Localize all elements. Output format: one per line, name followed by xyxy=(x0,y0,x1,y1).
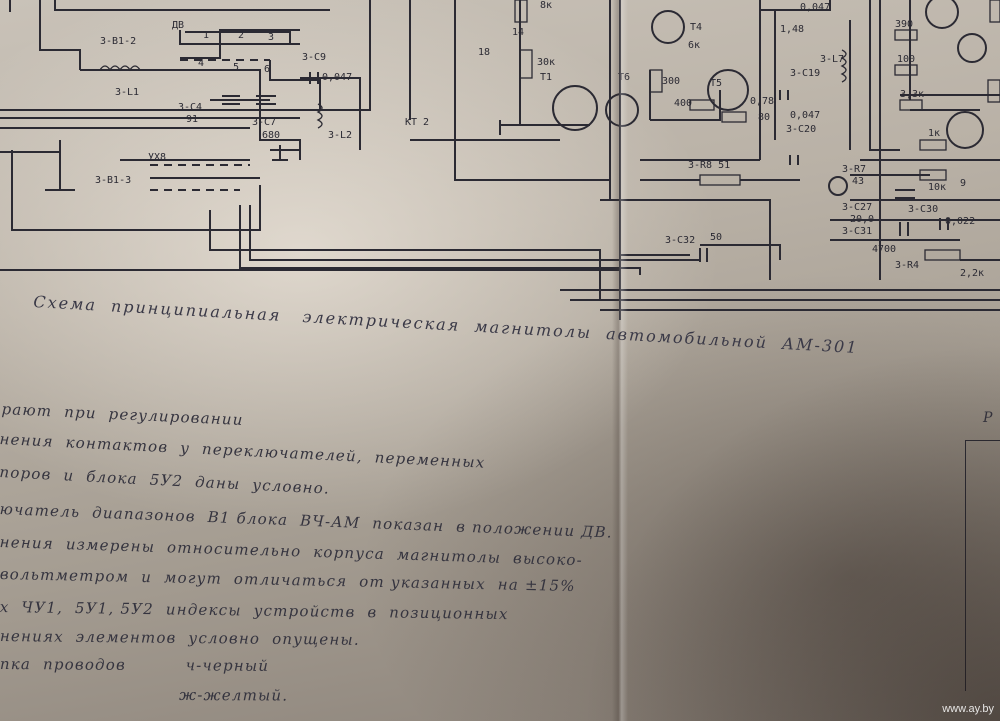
label: 4 xyxy=(198,58,204,69)
label: 43 xyxy=(852,176,864,187)
label: 3-L1 xyxy=(115,87,139,98)
label: ДВ xyxy=(172,20,184,31)
label: 300 xyxy=(662,76,680,87)
label: 3-В1-2 xyxy=(100,36,136,47)
label: 3-С9 xyxy=(302,52,326,63)
component-labels: 3-В1-2 ДВ 1 2 3 4 5 6 3-L1 3-С9 0,047 3-… xyxy=(95,0,984,279)
table-edge xyxy=(965,440,1000,691)
label: 3-L2 xyxy=(328,130,352,141)
shadow xyxy=(580,341,1000,721)
label: 3,3к xyxy=(900,89,924,100)
label: 0,78 xyxy=(750,96,774,107)
label: 8к xyxy=(540,0,552,11)
label: 3-В1-3 xyxy=(95,175,131,186)
label: 14 xyxy=(512,27,524,38)
label: 9 xyxy=(960,178,966,189)
label: 3-R8 51 xyxy=(688,160,730,171)
label: 0,022 xyxy=(945,216,975,227)
label: 3-С31 xyxy=(842,226,872,237)
label: 3-С32 xyxy=(665,235,695,246)
paper-fold xyxy=(612,0,628,721)
label: 3-С4 xyxy=(178,102,202,113)
label: 30к xyxy=(537,57,555,68)
label: 3-С20 xyxy=(786,124,816,135)
label: 50 xyxy=(710,232,722,243)
note-line: пка проводов ч-черный xyxy=(0,655,270,675)
label: Т4 xyxy=(690,22,702,33)
label: 91 xyxy=(186,114,198,125)
label: КТ 2 xyxy=(405,117,429,128)
label: 3-С7 xyxy=(252,117,276,128)
label: 80 xyxy=(758,112,770,123)
label: 100 xyxy=(897,54,915,65)
label: 5 xyxy=(233,62,239,73)
label: 3-R7 xyxy=(842,164,866,175)
watermark-text: www.ay.by xyxy=(942,703,994,715)
label: 1 xyxy=(203,30,209,41)
label: 3-С27 xyxy=(842,202,872,213)
label: 6 xyxy=(264,64,270,75)
label: 1к xyxy=(928,128,940,139)
label: Т1 xyxy=(540,72,552,83)
label: 2 xyxy=(238,30,244,41)
right-letter: Р xyxy=(983,410,992,426)
label: 3-R4 xyxy=(895,260,919,271)
label: 390 xyxy=(895,19,913,30)
label: 400 xyxy=(674,98,692,109)
label: 0,047 xyxy=(790,110,820,121)
note-line: ж-желтый. xyxy=(0,685,289,705)
label: 10к xyxy=(928,182,946,193)
note-line: нениях элементов условно опущены. xyxy=(0,627,360,649)
label: 20,0 xyxy=(850,214,874,225)
label: 3 xyxy=(268,32,274,43)
label: Т5 xyxy=(710,78,722,89)
label: 4700 xyxy=(872,244,896,255)
label: 1,48 xyxy=(780,24,804,35)
label: 6к xyxy=(688,40,700,51)
label: 680 xyxy=(262,130,280,141)
label: 0,047 xyxy=(322,72,352,83)
label: 3-С30 xyxy=(908,204,938,215)
components xyxy=(45,0,1000,262)
label: УХ8 xyxy=(148,152,166,163)
label: 3-С19 xyxy=(790,68,820,79)
label: Т6 xyxy=(618,72,630,83)
label: 3-L7 xyxy=(820,54,844,65)
wires xyxy=(0,0,1000,320)
label: 18 xyxy=(478,47,490,58)
label: 2,2к xyxy=(960,268,984,279)
label: 0,047 xyxy=(800,2,830,13)
